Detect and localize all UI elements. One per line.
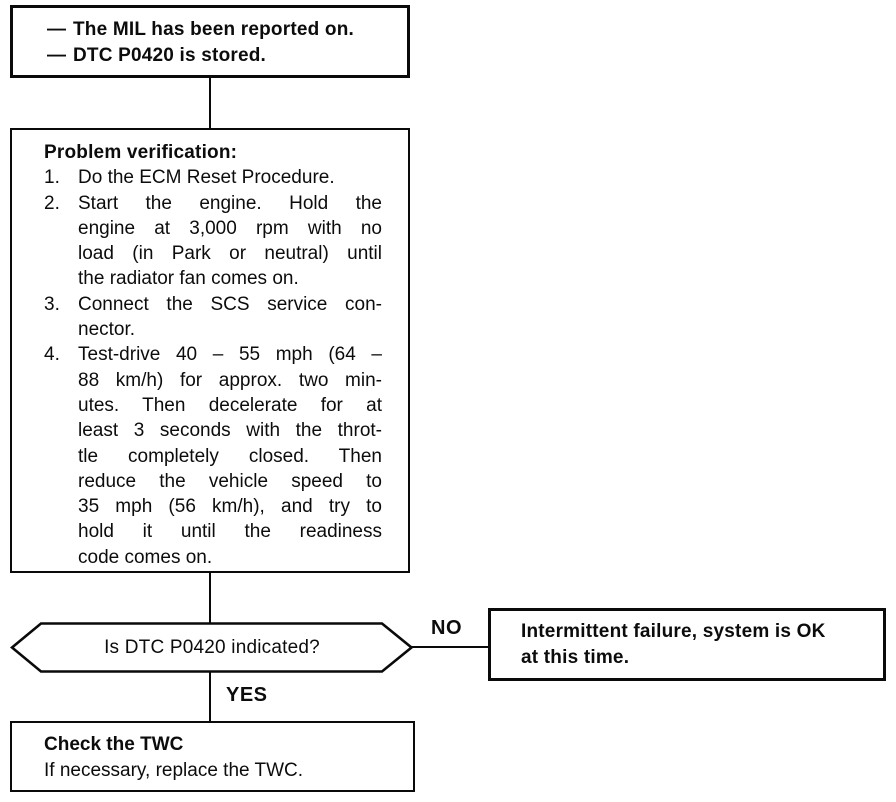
verification-step-1: 1. Do the ECM Reset Procedure. [44,165,384,190]
verification-step-4: 4. Test-drive 40 – 55 mph (64 – 88 km/h)… [44,342,384,570]
no-box-line: Intermittent failure, system is OK [521,621,826,642]
step-line: nector. [78,319,136,341]
connector-start-to-verify [209,78,211,128]
step-line: tle completely closed. Then [78,445,382,467]
no-label: NO [431,617,462,639]
step-number: 1. [44,167,60,189]
step-line: 88 km/h) for approx. two min- [78,369,382,391]
step-number: 3. [44,293,60,315]
step-line: Start the engine. Hold the [78,192,382,214]
dash-bullet: — [47,45,67,66]
connector-decision-to-action [209,672,211,721]
intermittent-failure-box: Intermittent failure, system is OK at th… [488,608,886,681]
step-line: 35 mph (56 km/h), and try to [78,496,382,518]
step-line: Connect the SCS service con- [78,293,382,315]
connector-decision-to-no-box [411,646,488,648]
decision-question: Is DTC P0420 indicated? [104,636,320,658]
step-line: load (in Park or neutral) until [78,243,382,265]
start-condition-text: The MIL has been reported on. [73,19,354,40]
decision-hexagon: Is DTC P0420 indicated? [10,622,414,673]
connector-verify-to-decision [209,573,211,623]
verification-step-2: 2. Start the engine. Hold the engine at … [44,191,384,292]
verification-step-3: 3. Connect the SCS service con- nector. [44,292,384,343]
start-condition-line: — DTC P0420 is stored. [47,43,399,69]
decision-hexagon-shape [10,622,414,673]
step-line: Do the ECM Reset Procedure. [78,167,335,189]
step-line: hold it until the readiness [78,521,382,543]
step-line: engine at 3,000 rpm with no [78,217,382,239]
start-condition-box: — The MIL has been reported on. — DTC P0… [10,5,410,78]
dash-bullet: — [47,19,67,40]
step-line: utes. Then decelerate for at [78,394,382,416]
step-number: 4. [44,344,60,366]
step-line: the radiator fan comes on. [78,268,299,290]
step-number: 2. [44,192,60,214]
action-detail: If necessary, replace the TWC. [44,760,304,781]
verification-title: Problem verification: [44,142,238,163]
step-line: code comes on. [78,546,213,568]
action-title: Check the TWC [44,734,184,755]
step-line: Test-drive 40 – 55 mph (64 – [78,344,382,366]
yes-label: YES [226,684,268,706]
start-condition-line: — The MIL has been reported on. [47,17,399,43]
step-line: reduce the vehicle speed to [78,470,382,492]
step-line: least 3 seconds with the throt- [78,420,382,442]
start-condition-text: DTC P0420 is stored. [73,45,267,66]
no-box-line: at this time. [521,647,630,668]
check-twc-box: Check the TWC If necessary, replace the … [10,721,415,792]
problem-verification-box: Problem verification: 1. Do the ECM Rese… [10,128,410,573]
